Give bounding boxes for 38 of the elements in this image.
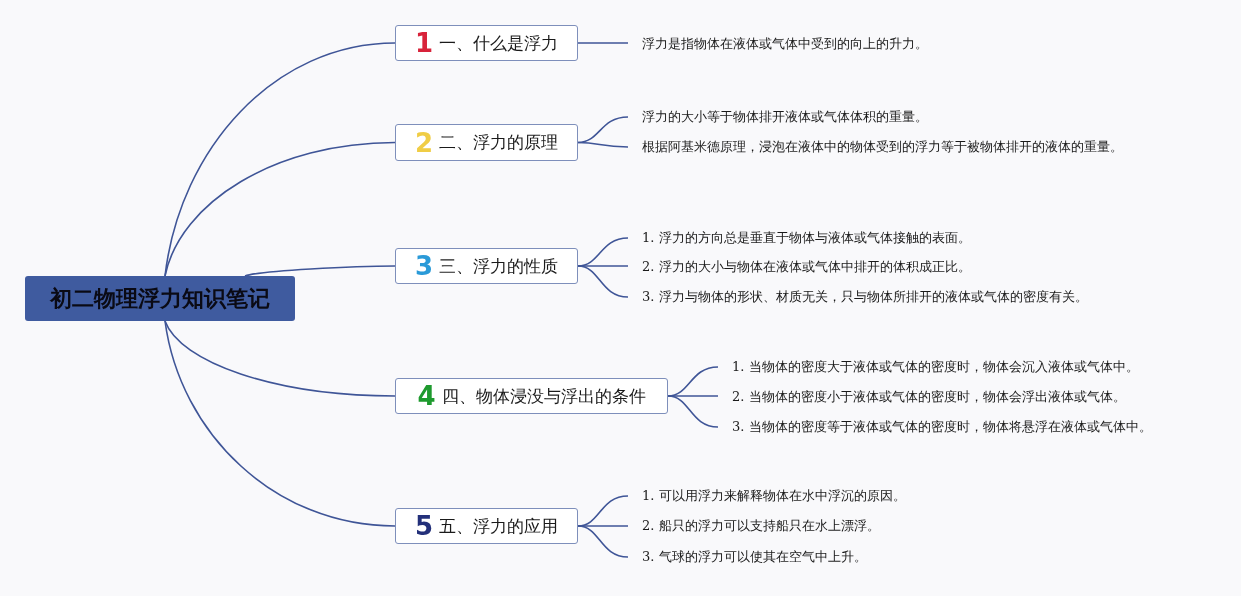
note-text: 1. 可以用浮力来解释物体在水中浮沉的原因。 — [642, 487, 1002, 505]
branch-line — [577, 42, 629, 44]
step-number: 4 — [417, 383, 436, 409]
step-number: 5 — [414, 513, 434, 539]
topic-title: 一、什么是浮力 — [439, 31, 559, 55]
note-text: 1. 浮力的方向总是垂直于物体与液体或气体接触的表面。 — [642, 229, 1062, 247]
branch-line — [244, 265, 396, 277]
topic-title: 四、物体浸没与浮出的条件 — [441, 384, 646, 408]
note-text: 浮力的大小等于物体排开液体或气体体积的重量。 — [642, 108, 1002, 126]
topic-box — [395, 25, 578, 61]
branch-line — [577, 265, 629, 298]
topic-title: 三、浮力的性质 — [439, 254, 559, 278]
step-number: 3 — [414, 253, 434, 279]
note-text: 3. 气球的浮力可以使其在空气中上升。 — [642, 548, 1002, 566]
note-text: 1. 当物体的密度大于液体或气体的密度时，物体会沉入液体或气体中。 — [732, 358, 1192, 376]
branch-line — [164, 42, 396, 277]
branch-line — [164, 320, 396, 527]
topic-title: 五、浮力的应用 — [439, 514, 559, 538]
note-text: 2. 船只的浮力可以支持船只在水上漂浮。 — [642, 517, 1002, 535]
step-number: 1 — [414, 30, 434, 56]
branch-line — [577, 141, 629, 148]
note-text: 3. 当物体的密度等于液体或气体的密度时，物体将悬浮在液体或气体中。 — [732, 418, 1192, 436]
branch-line — [667, 395, 719, 428]
branch-line — [164, 141, 396, 277]
topic-box — [395, 248, 578, 284]
branch-line — [164, 320, 396, 397]
note-text: 根据阿基米德原理，浸泡在液体中的物体受到的浮力等于被物体排开的液体的重量。 — [642, 138, 1142, 156]
note-text: 2. 浮力的大小与物体在液体或气体中排开的体积成正比。 — [642, 258, 1062, 276]
step-number: 2 — [414, 129, 434, 156]
topic-box — [395, 124, 578, 161]
branch-line — [577, 525, 629, 558]
topic-title: 二、浮力的原理 — [439, 131, 559, 154]
root-topic-box: 初二物理浮力知识笔记 — [25, 276, 295, 321]
topic-box — [395, 378, 668, 414]
topic-box — [395, 508, 578, 544]
note-text: 浮力是指物体在液体或气体中受到的向上的升力。 — [642, 35, 1002, 53]
note-text: 3. 浮力与物体的形状、材质无关，只与物体所排开的液体或气体的密度有关。 — [642, 288, 1142, 306]
note-text: 2. 当物体的密度小于液体或气体的密度时，物体会浮出液体或气体。 — [732, 388, 1192, 406]
